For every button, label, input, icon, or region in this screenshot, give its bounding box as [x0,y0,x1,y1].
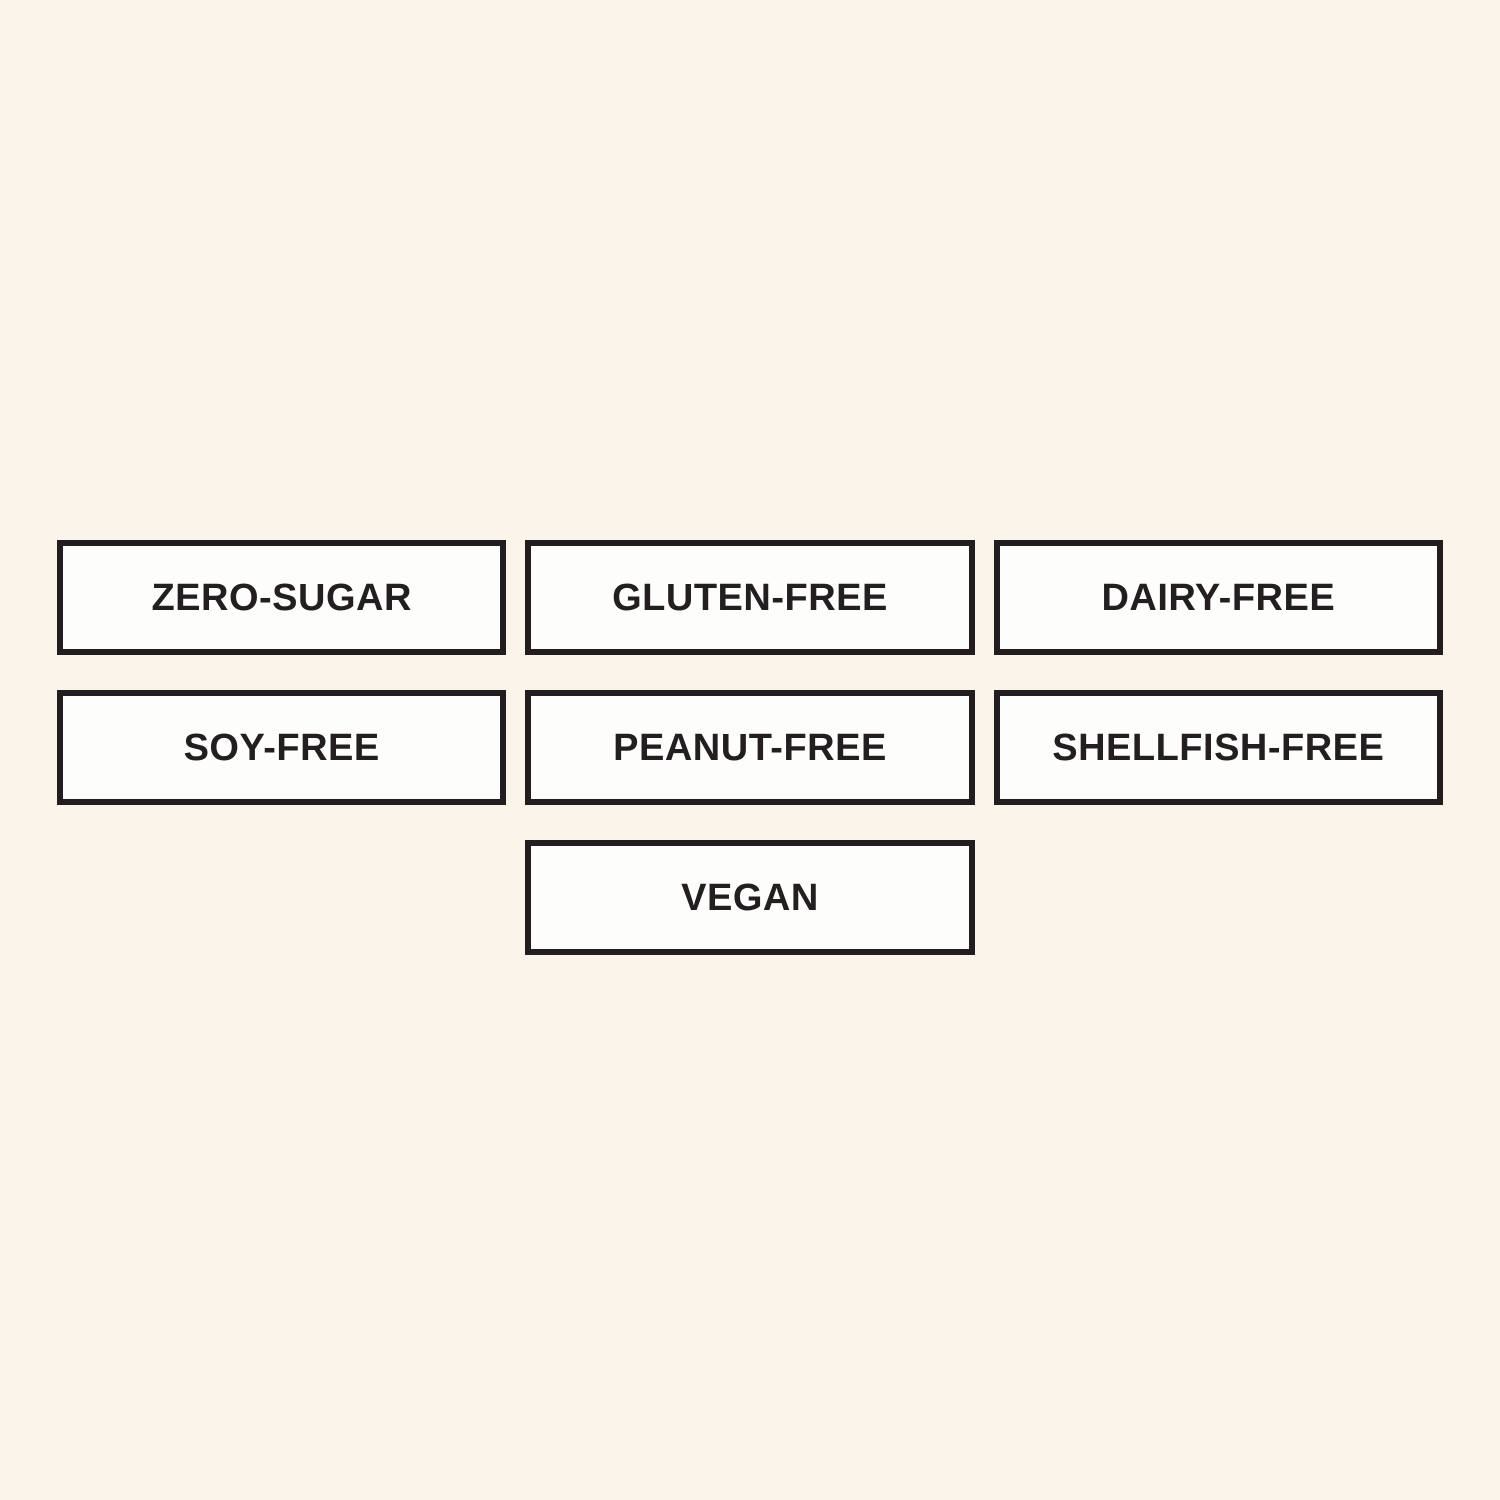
badge-vegan: VEGAN [525,840,975,955]
badge-grid: ZERO-SUGAR GLUTEN-FREE DAIRY-FREE SOY-FR… [57,540,1443,990]
badge-dairy-free: DAIRY-FREE [993,540,1443,655]
badge-row-3: VEGAN [57,840,1443,955]
badge-label-dairy-free: DAIRY-FREE [1101,576,1336,619]
badge-shellfish-free: SHELLFISH-FREE [993,690,1443,805]
badge-zero-sugar: ZERO-SUGAR [57,540,507,655]
badge-label-shellfish-free: SHELLFISH-FREE [1052,726,1385,769]
badge-peanut-free: PEANUT-FREE [525,690,975,805]
badge-label-soy-free: SOY-FREE [183,726,380,769]
badge-soy-free: SOY-FREE [57,690,507,805]
badge-row-1: ZERO-SUGAR GLUTEN-FREE DAIRY-FREE [57,540,1443,655]
badge-label-zero-sugar: ZERO-SUGAR [151,576,412,619]
badge-label-vegan: VEGAN [681,876,819,919]
badge-label-gluten-free: GLUTEN-FREE [612,576,888,619]
badge-label-peanut-free: PEANUT-FREE [613,726,887,769]
badge-gluten-free: GLUTEN-FREE [525,540,975,655]
badge-row-2: SOY-FREE PEANUT-FREE SHELLFISH-FREE [57,690,1443,805]
